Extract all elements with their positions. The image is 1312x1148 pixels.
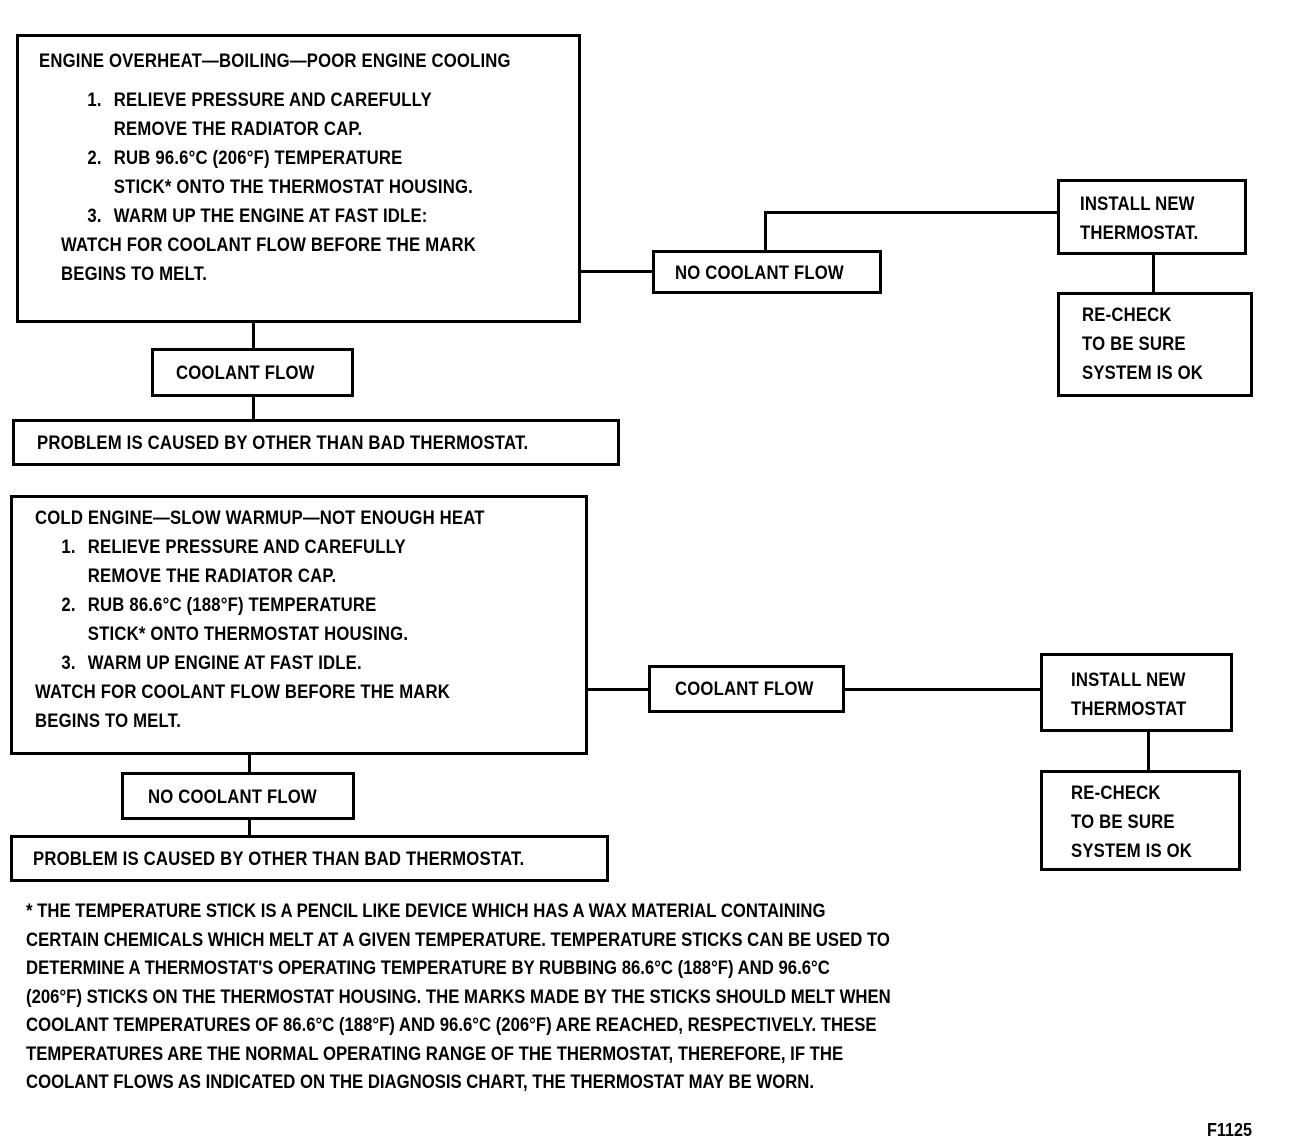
overheat-install-thermostat-box: INSTALL NEW THERMOSTAT. bbox=[1057, 179, 1247, 255]
cold-engine-install-thermostat-label: INSTALL NEW THERMOSTAT bbox=[1071, 670, 1187, 720]
overheat-recheck-label: RE-CHECK TO BE SURE SYSTEM IS OK bbox=[1082, 305, 1204, 384]
overheat-coolant-flow-label: COOLANT FLOW bbox=[176, 363, 315, 384]
cold-engine-coolant-flow-label: COOLANT FLOW bbox=[675, 679, 814, 700]
temperature-stick-footnote: * THE TEMPERATURE STICK IS A PENCIL LIKE… bbox=[26, 901, 891, 1093]
overheat-title: ENGINE OVERHEAT—BOILING—POOR ENGINE COOL… bbox=[39, 51, 511, 72]
cold-engine-no-coolant-flow-label: NO COOLANT FLOW bbox=[148, 787, 317, 808]
overheat-no-coolant-flow-label: NO COOLANT FLOW bbox=[675, 263, 844, 284]
overheat-no-coolant-flow-box: NO COOLANT FLOW bbox=[652, 250, 882, 294]
overheat-result-label: PROBLEM IS CAUSED BY OTHER THAN BAD THER… bbox=[37, 433, 529, 454]
overheat-install-thermostat-label: INSTALL NEW THERMOSTAT. bbox=[1080, 194, 1199, 244]
overheat-coolant-flow-box: COOLANT FLOW bbox=[151, 348, 354, 397]
cold-engine-watch-note: WATCH FOR COOLANT FLOW BEFORE THE MARK B… bbox=[35, 682, 451, 732]
cold-engine-recheck-label: RE-CHECK TO BE SURE SYSTEM IS OK bbox=[1071, 783, 1193, 862]
overheat-result-box: PROBLEM IS CAUSED BY OTHER THAN BAD THER… bbox=[12, 419, 620, 466]
overheat-step-3: 3. WARM UP THE ENGINE AT FAST IDLE: bbox=[87, 206, 428, 227]
cold-engine-title: COLD ENGINE—SLOW WARMUP—NOT ENOUGH HEAT bbox=[35, 508, 485, 529]
cold-engine-coolant-flow-box: COOLANT FLOW bbox=[648, 665, 845, 713]
overheat-recheck-box: RE-CHECK TO BE SURE SYSTEM IS OK bbox=[1057, 292, 1253, 397]
overheat-procedure-box: ENGINE OVERHEAT—BOILING—POOR ENGINE COOL… bbox=[16, 34, 581, 323]
figure-id: F1125 bbox=[1207, 1120, 1253, 1140]
cold-engine-no-coolant-flow-box: NO COOLANT FLOW bbox=[121, 772, 355, 820]
overheat-watch-note: WATCH FOR COOLANT FLOW BEFORE THE MARK B… bbox=[61, 235, 477, 285]
cold-engine-recheck-box: RE-CHECK TO BE SURE SYSTEM IS OK bbox=[1040, 770, 1241, 871]
cold-engine-install-thermostat-box: INSTALL NEW THERMOSTAT bbox=[1040, 653, 1233, 732]
cold-engine-procedure-box: COLD ENGINE—SLOW WARMUP—NOT ENOUGH HEAT … bbox=[10, 495, 588, 755]
cold-engine-result-label: PROBLEM IS CAUSED BY OTHER THAN BAD THER… bbox=[33, 849, 525, 870]
cold-engine-result-box: PROBLEM IS CAUSED BY OTHER THAN BAD THER… bbox=[10, 835, 609, 882]
cold-engine-step-3: 3. WARM UP ENGINE AT FAST IDLE. bbox=[61, 653, 362, 674]
